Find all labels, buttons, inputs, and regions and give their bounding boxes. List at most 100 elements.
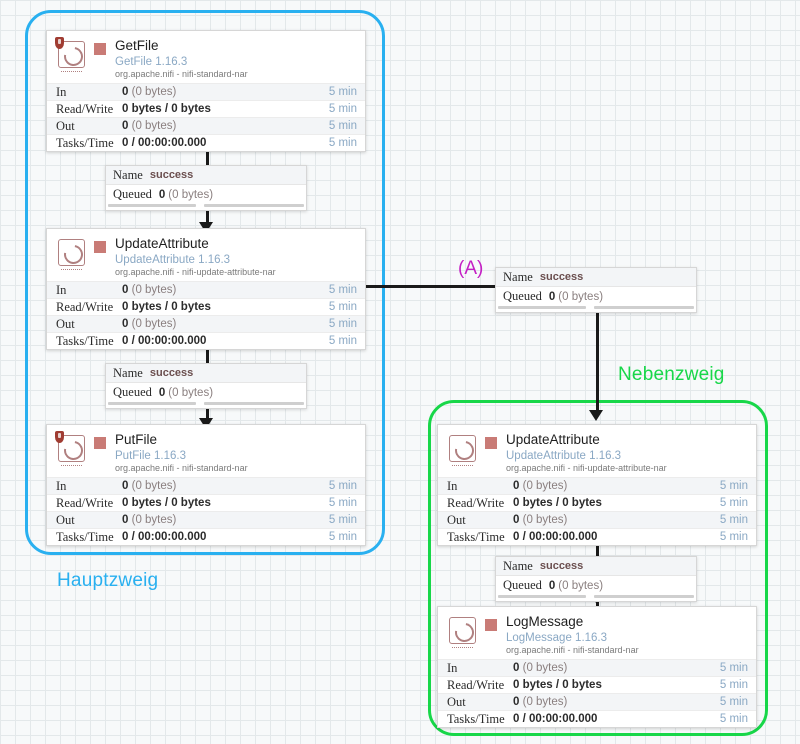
connection-queued-row: Queued 0 (0 bytes) xyxy=(106,383,306,402)
processor-icon-wrap xyxy=(56,237,88,270)
processor-icon xyxy=(58,435,85,466)
connection-name-key: Name xyxy=(113,365,143,380)
stat-value-tasks-time: 0 / 00:00:00.000 xyxy=(513,531,598,543)
processor-type: UpdateAttribute 1.16.3 xyxy=(506,449,622,462)
connection-queued-count: 0 xyxy=(158,386,166,399)
stat-label-read-write: Read/Write xyxy=(447,677,505,692)
stat-label-out: Out xyxy=(447,512,466,527)
connection-name-key: Name xyxy=(113,167,143,182)
connection-updateattribute-to-putfile[interactable]: Name success Queued 0 (0 bytes) xyxy=(105,363,307,409)
stat-row-read-write: Read/Write 0 bytes / 0 bytes 5 min xyxy=(438,494,756,511)
stat-time-read-write: 5 min xyxy=(719,679,748,691)
processor-header: PutFile PutFile 1.16.3 org.apache.nifi -… xyxy=(47,425,365,477)
status-indicator-stopped xyxy=(485,619,497,631)
stat-time-tasks-time: 5 min xyxy=(328,335,357,347)
connection-queued-count: 0 xyxy=(548,290,556,303)
processor-name: UpdateAttribute xyxy=(506,432,600,447)
stat-time-out: 5 min xyxy=(719,514,748,526)
stat-time-tasks-time: 5 min xyxy=(328,137,357,149)
stat-label-in: In xyxy=(56,282,67,297)
stat-time-read-write: 5 min xyxy=(719,497,748,509)
stat-label-out: Out xyxy=(56,512,75,527)
group-label-hauptzweig: Hauptzweig xyxy=(57,570,159,591)
stat-label-out: Out xyxy=(56,316,75,331)
stat-time-tasks-time: 5 min xyxy=(719,531,748,543)
connection-updateattribute-to-nebenzweig[interactable]: Name success Queued 0 (0 bytes) xyxy=(495,267,697,313)
connector-getfile-down xyxy=(206,140,209,165)
status-indicator-stopped xyxy=(485,437,497,449)
processor-icon-wrap xyxy=(55,37,88,72)
connection-queued-key: Queued xyxy=(503,578,542,592)
connection-getfile-to-updateattribute[interactable]: Name success Queued 0 (0 bytes) xyxy=(105,165,307,211)
connection-updateattribute-side-to-logmessage[interactable]: Name success Queued 0 (0 bytes) xyxy=(495,556,697,602)
status-indicator-stopped xyxy=(94,241,106,253)
connection-name-row: Name success xyxy=(496,268,696,287)
stat-row-out: Out 0 (0 bytes) 5 min xyxy=(438,511,756,528)
processor-titles: PutFile PutFile 1.16.3 org.apache.nifi -… xyxy=(115,432,357,474)
stat-value-out: 0 (0 bytes) xyxy=(513,696,568,708)
connection-bar-size xyxy=(594,306,694,309)
stat-label-in: In xyxy=(447,660,458,675)
stat-value-tasks-time: 0 / 00:00:00.000 xyxy=(122,531,207,543)
connection-name-value: success xyxy=(539,560,584,572)
arrowhead-to-updateattribute-side xyxy=(589,410,603,421)
processor-name: UpdateAttribute xyxy=(115,236,209,251)
connection-name-value: success xyxy=(149,367,194,379)
connection-bars xyxy=(106,402,306,408)
processor-getfile[interactable]: GetFile GetFile 1.16.3 org.apache.nifi -… xyxy=(46,30,366,152)
connector-updateattribute-side-down xyxy=(596,538,599,556)
processor-header: UpdateAttribute UpdateAttribute 1.16.3 o… xyxy=(438,425,756,477)
stat-row-out: Out 0 (0 bytes) 5 min xyxy=(47,315,365,332)
shield-icon xyxy=(55,37,64,49)
stat-row-in: In 0 (0 bytes) 5 min xyxy=(47,281,365,298)
connection-name-key: Name xyxy=(503,269,533,284)
processor-putfile[interactable]: PutFile PutFile 1.16.3 org.apache.nifi -… xyxy=(46,424,366,546)
stat-row-tasks-time: Tasks/Time 0 / 00:00:00.000 5 min xyxy=(438,710,756,727)
stat-label-tasks-time: Tasks/Time xyxy=(447,529,505,544)
connection-name-row: Name success xyxy=(496,557,696,576)
connector-queue4-down xyxy=(596,594,599,612)
stat-value-in: 0 (0 bytes) xyxy=(122,284,177,296)
processor-updateattribute-side[interactable]: UpdateAttribute UpdateAttribute 1.16.3 o… xyxy=(437,424,757,546)
processor-titles: GetFile GetFile 1.16.3 org.apache.nifi -… xyxy=(115,38,357,80)
stat-value-in: 0 (0 bytes) xyxy=(122,86,177,98)
processor-bundle: org.apache.nifi - nifi-standard-nar xyxy=(115,463,248,474)
connection-bar-count xyxy=(498,595,586,598)
stat-row-out: Out 0 (0 bytes) 5 min xyxy=(47,511,365,528)
stat-label-tasks-time: Tasks/Time xyxy=(56,135,114,150)
connection-name-value: success xyxy=(149,169,194,181)
stat-row-read-write: Read/Write 0 bytes / 0 bytes 5 min xyxy=(47,298,365,315)
processor-icon xyxy=(449,435,476,466)
connection-bar-count xyxy=(108,204,196,207)
processor-icon xyxy=(58,239,85,270)
stat-value-read-write: 0 bytes / 0 bytes xyxy=(513,497,602,509)
processor-titles: LogMessage LogMessage 1.16.3 org.apache.… xyxy=(506,614,748,656)
stat-label-out: Out xyxy=(56,118,75,133)
processor-type: LogMessage 1.16.3 xyxy=(506,631,608,644)
stat-label-in: In xyxy=(56,478,67,493)
processor-bundle: org.apache.nifi - nifi-standard-nar xyxy=(115,69,248,80)
status-indicator-stopped xyxy=(94,43,106,55)
processor-updateattribute-main[interactable]: UpdateAttribute UpdateAttribute 1.16.3 o… xyxy=(46,228,366,350)
stat-value-tasks-time: 0 / 00:00:00.000 xyxy=(122,335,207,347)
connection-bars xyxy=(496,595,696,601)
connection-name-row: Name success xyxy=(106,166,306,185)
stat-value-out: 0 (0 bytes) xyxy=(122,514,177,526)
stat-label-tasks-time: Tasks/Time xyxy=(447,711,505,726)
status-indicator-stopped xyxy=(94,437,106,449)
stat-label-read-write: Read/Write xyxy=(56,101,114,116)
stat-row-in: In 0 (0 bytes) 5 min xyxy=(438,659,756,676)
connection-bar-size xyxy=(204,204,304,207)
processor-icon-wrap xyxy=(55,431,88,466)
connection-name-row: Name success xyxy=(106,364,306,383)
connector-updateattribute-down xyxy=(206,338,209,363)
connection-bar-count xyxy=(498,306,586,309)
connection-queued-bytes: (0 bytes) xyxy=(168,386,214,399)
processor-logmessage[interactable]: LogMessage LogMessage 1.16.3 org.apache.… xyxy=(437,606,757,728)
stat-time-out: 5 min xyxy=(328,120,357,132)
stat-row-in: In 0 (0 bytes) 5 min xyxy=(47,83,365,100)
connection-name-key: Name xyxy=(503,558,533,573)
processor-header: LogMessage LogMessage 1.16.3 org.apache.… xyxy=(438,607,756,659)
stat-time-out: 5 min xyxy=(719,696,748,708)
stat-time-read-write: 5 min xyxy=(328,103,357,115)
